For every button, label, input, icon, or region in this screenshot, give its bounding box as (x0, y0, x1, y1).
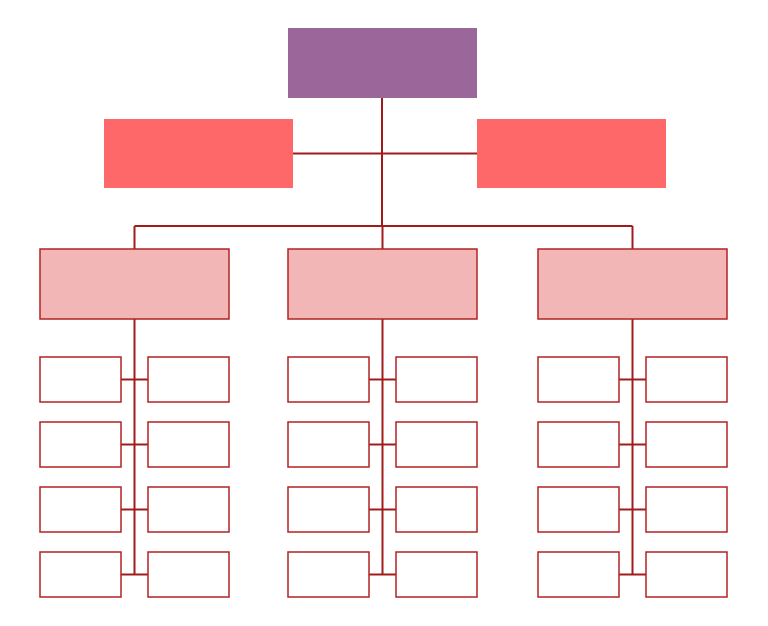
leaf-node-3-1-shape (537, 356, 620, 403)
leaf-node-2-2 (395, 356, 478, 403)
leaf-node-1-1-shape (39, 356, 122, 403)
department-node-2-shape (287, 248, 478, 320)
leaf-node-3-7 (537, 551, 620, 598)
root-node (288, 28, 477, 98)
leaf-node-3-2 (645, 356, 728, 403)
leaf-node-3-6-shape (645, 486, 728, 533)
leaf-node-2-1 (287, 356, 370, 403)
leaf-node-3-7-shape (537, 551, 620, 598)
leaf-node-2-2-shape (395, 356, 478, 403)
leaf-node-3-6 (645, 486, 728, 533)
leaf-node-2-7 (287, 551, 370, 598)
leaf-node-1-1 (39, 356, 122, 403)
leaf-node-1-3 (39, 421, 122, 468)
root-node-shape (288, 28, 477, 98)
leaf-node-1-7-shape (39, 551, 122, 598)
department-node-1 (39, 248, 230, 320)
leaf-node-1-2 (147, 356, 230, 403)
leaf-node-1-2-shape (147, 356, 230, 403)
leaf-node-2-1-shape (287, 356, 370, 403)
leaf-node-3-5 (537, 486, 620, 533)
leaf-node-2-8 (395, 551, 478, 598)
leaf-node-1-5-shape (39, 486, 122, 533)
leaf-node-3-8-shape (645, 551, 728, 598)
leaf-node-3-5-shape (537, 486, 620, 533)
leaf-node-2-5-shape (287, 486, 370, 533)
assistant-node-right (477, 119, 666, 188)
leaf-node-3-3 (537, 421, 620, 468)
leaf-node-2-8-shape (395, 551, 478, 598)
leaf-node-1-8 (147, 551, 230, 598)
leaf-node-1-6-shape (147, 486, 230, 533)
leaf-node-2-6 (395, 486, 478, 533)
assistant-node-left-shape (104, 119, 293, 188)
leaf-node-1-7 (39, 551, 122, 598)
leaf-node-2-3-shape (287, 421, 370, 468)
department-node-2 (287, 248, 478, 320)
leaf-node-2-3 (287, 421, 370, 468)
leaf-node-3-4-shape (645, 421, 728, 468)
department-node-3 (537, 248, 728, 320)
leaf-node-2-4-shape (395, 421, 478, 468)
leaf-node-2-4 (395, 421, 478, 468)
leaf-node-2-7-shape (287, 551, 370, 598)
leaf-node-1-4-shape (147, 421, 230, 468)
leaf-node-1-3-shape (39, 421, 122, 468)
leaf-node-2-5 (287, 486, 370, 533)
leaf-node-3-2-shape (645, 356, 728, 403)
leaf-node-1-6 (147, 486, 230, 533)
department-node-3-shape (537, 248, 728, 320)
department-node-1-shape (39, 248, 230, 320)
leaf-node-3-8 (645, 551, 728, 598)
leaf-node-1-4 (147, 421, 230, 468)
leaf-node-1-5 (39, 486, 122, 533)
chart-nodes (39, 28, 728, 598)
leaf-node-3-1 (537, 356, 620, 403)
assistant-node-left (104, 119, 293, 188)
leaf-node-1-8-shape (147, 551, 230, 598)
connector-lines (121, 98, 646, 576)
leaf-node-3-4 (645, 421, 728, 468)
leaf-node-3-3-shape (537, 421, 620, 468)
leaf-node-2-6-shape (395, 486, 478, 533)
assistant-node-right-shape (477, 119, 666, 188)
